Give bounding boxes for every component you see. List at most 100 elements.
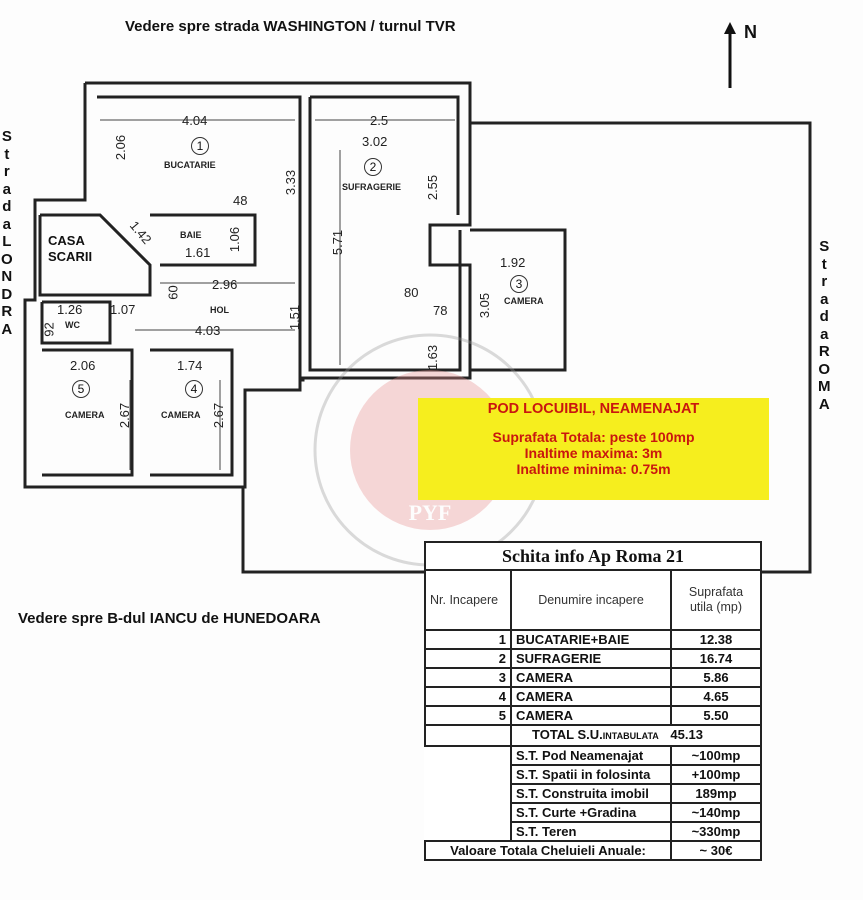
street-letter: L: [2, 233, 12, 250]
street-letter: a: [2, 215, 11, 233]
street-letter: a: [2, 180, 11, 198]
row-number: 1: [424, 629, 512, 650]
table-row-extra: S.T. Curte +Gradina~140mp: [425, 802, 762, 823]
extra-label: S.T. Pod Neamenajat: [510, 745, 672, 766]
empty-cell: [424, 724, 512, 747]
dim-label: 2.67: [211, 402, 227, 429]
room-number-5: 5: [72, 380, 90, 398]
street-letter: O: [1, 250, 13, 268]
row-area: 12.38: [670, 629, 762, 650]
dim-label: 5.71: [330, 229, 346, 256]
footer-label: Valoare Totala Cheluieli Anuale:: [424, 840, 672, 861]
row-number: 5: [424, 705, 512, 726]
extra-label: S.T. Construita imobil: [510, 783, 672, 804]
row-name: CAMERA: [510, 705, 672, 726]
header-suprafata: Suprafata utila (mp): [670, 569, 762, 631]
row-name: BUCATARIE+BAIE: [510, 629, 672, 650]
room-number-3: 3: [510, 275, 528, 293]
dim-label: 1.07: [110, 302, 136, 317]
table-row-footer: Valoare Totala Cheluieli Anuale: ~ 30€: [424, 840, 762, 861]
table-row-extra: S.T. Spatii in folosinta+100mp: [425, 764, 762, 785]
table-row-extra: S.T. Pod Neamenajat~100mp: [425, 745, 762, 766]
street-letter: O: [818, 360, 831, 378]
dim-label: 1.51: [287, 304, 303, 331]
extra-label: S.T. Curte +Gradina: [510, 802, 672, 823]
dim-label: 2.55: [425, 174, 441, 201]
header-nr: Nr. Incapere: [424, 569, 512, 631]
street-letter: a: [820, 325, 829, 343]
south-view-caption: Vedere spre B-dul IANCU de HUNEDOARA: [18, 610, 321, 627]
street-letter: M: [818, 378, 831, 395]
dim-label: 2.96: [212, 277, 238, 292]
street-letter: t: [821, 255, 827, 273]
dim-label: 78: [433, 303, 448, 318]
attic-note: POD LOCUIBIL, NEAMENAJAT Suprafata Total…: [418, 398, 769, 500]
total-label: TOTAL S.U.: [532, 727, 603, 742]
table-title: Schita info Ap Roma 21: [424, 541, 762, 571]
street-letter: R: [1, 303, 13, 320]
room-number-2: 2: [364, 158, 382, 176]
row-area: 4.65: [670, 686, 762, 707]
row-area: 5.86: [670, 667, 762, 688]
street-letter: d: [819, 308, 829, 325]
north-label: N: [744, 22, 757, 42]
room-name-camera-5: CAMERA: [65, 410, 105, 420]
street-letter: d: [2, 198, 12, 215]
empty-cell: [425, 746, 512, 765]
room-name-casa-scarii: CASA SCARII: [48, 233, 92, 265]
dim-label: 92: [41, 322, 57, 337]
attic-note-line: Inaltime minima: 0.75m: [516, 461, 671, 477]
dim-label: 1.06: [227, 226, 243, 253]
attic-note-line: Suprafata Totala: peste 100mp: [492, 429, 695, 445]
dim-label: 1.74: [177, 358, 203, 373]
dim-label: 3.02: [362, 134, 388, 149]
street-letter: N: [1, 268, 13, 285]
dim-label: 1.63: [425, 344, 441, 371]
attic-note-title: POD LOCUIBIL, NEAMENAJAT: [487, 401, 700, 417]
footer-value: ~ 30€: [670, 840, 762, 861]
row-number: 3: [424, 667, 512, 688]
dim-label: 48: [233, 193, 248, 208]
street-letter: S: [1, 128, 12, 145]
dim-label: 1.26: [57, 302, 83, 317]
row-name: CAMERA: [510, 686, 672, 707]
dim-label: 2.06: [113, 134, 129, 161]
table-row-total: TOTAL S.U.INTABULATA 45.13: [424, 724, 762, 747]
dim-label: 2.06: [70, 358, 96, 373]
extra-value: ~100mp: [670, 745, 762, 766]
apartment-info-table: Schita info Ap Roma 21 Nr. Incapere Denu…: [424, 541, 762, 861]
street-letter: t: [4, 145, 10, 163]
row-area: 16.74: [670, 648, 762, 669]
dim-label: 4.04: [182, 113, 208, 128]
dim-label: 4.03: [195, 323, 221, 338]
street-letter: r: [3, 163, 10, 180]
room-name-camera-3: CAMERA: [504, 296, 544, 306]
street-letter: a: [820, 290, 829, 308]
street-letter: r: [821, 273, 828, 290]
dim-label: 2.67: [117, 402, 133, 429]
extra-value: 189mp: [670, 783, 762, 804]
casa-label: CASA: [48, 233, 85, 248]
north-arrow-icon: N: [724, 22, 764, 92]
room-name-sufragerie: SUFRAGERIE: [342, 182, 402, 192]
row-number: 4: [424, 686, 512, 707]
dim-label: 3.33: [283, 169, 299, 196]
empty-cell: [425, 784, 512, 803]
total-value: 45.13: [670, 727, 703, 742]
street-letter: A: [818, 395, 830, 413]
empty-cell: [425, 822, 512, 841]
extra-value: ~140mp: [670, 802, 762, 823]
empty-cell: [425, 803, 512, 822]
total-cell: TOTAL S.U.INTABULATA 45.13: [511, 724, 762, 747]
dim-label: 80: [404, 285, 419, 300]
extra-value: +100mp: [670, 764, 762, 785]
scarii-label: SCARII: [48, 249, 93, 264]
